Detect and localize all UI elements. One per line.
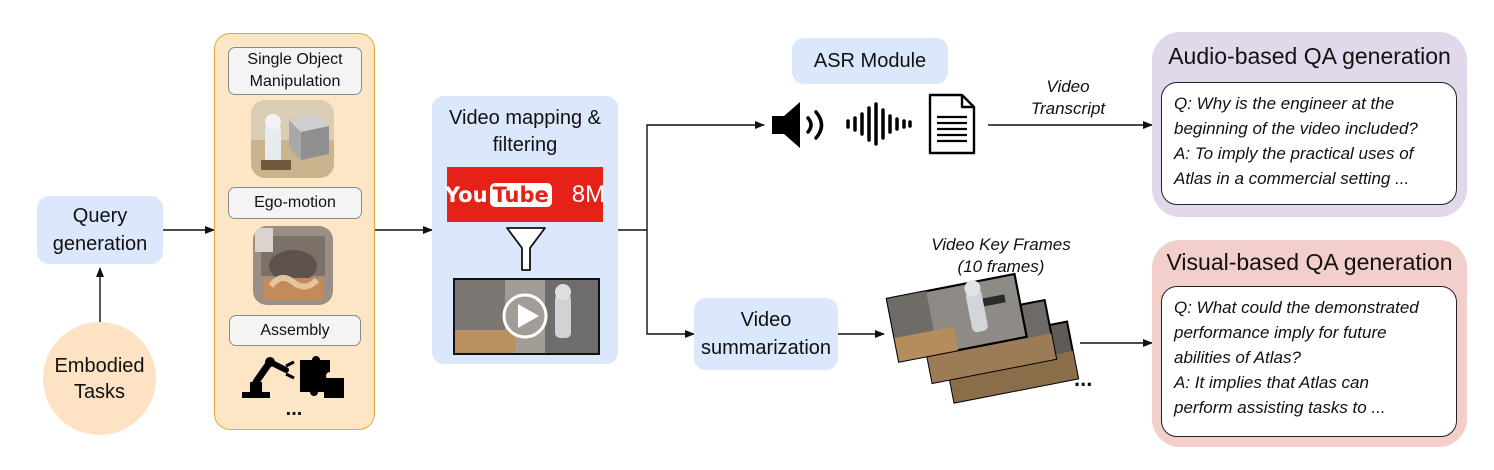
more-frames-ellipsis: ...: [1074, 366, 1092, 392]
ego-motion-text: Ego-motion: [254, 194, 336, 211]
video-key-frames-label: Video Key Frames (10 frames): [906, 234, 1096, 278]
transcript-line1: Video: [1046, 77, 1090, 96]
transcript-document-icon: [928, 93, 976, 155]
audio-qa-line: A: To imply the practical uses of: [1174, 144, 1414, 163]
transcript-line2: Transcript: [1030, 99, 1106, 118]
single-object-label: Single Object Manipulation: [228, 47, 362, 95]
more-tasks-text: ...: [285, 397, 303, 420]
arrow-split-to-summarization: [646, 230, 695, 338]
audio-qa-title: Audio-based QA generation: [1152, 40, 1467, 72]
sound-wave-icon: [846, 102, 912, 146]
video-mapping-line1: Video mapping &: [449, 107, 601, 129]
audio-qa-line: Q: Why is the engineer at the: [1174, 94, 1395, 113]
audio-qa-title-text: Audio-based QA generation: [1168, 43, 1451, 69]
speaker-icon: [772, 102, 824, 148]
visual-qa-title: Visual-based QA generation: [1152, 246, 1467, 278]
single-object-line2: Manipulation: [249, 73, 341, 90]
asr-module-label: ASR Module: [813, 50, 927, 72]
query-label-line1: Query: [72, 205, 128, 227]
video-count: 8M: [571, 180, 606, 208]
youtube-you: You: [444, 182, 488, 207]
funnel-icon: [506, 227, 546, 271]
key-frames-line1: Video Key Frames: [931, 235, 1071, 254]
query-generation-box: Query generation: [37, 196, 163, 264]
arrow-split-to-audio: [646, 121, 765, 230]
visual-qa-line: Q: What could the demonstrated: [1174, 298, 1419, 317]
video-transcript-label: Video Transcript: [1012, 76, 1124, 120]
query-label-line2: generation: [52, 233, 148, 255]
ego-motion-thumbnail: [253, 226, 333, 305]
embodied-label-line1: Embodied: [54, 354, 145, 377]
embodied-label-line2: Tasks: [73, 380, 126, 403]
video-mapping-title: Video mapping & filtering: [432, 104, 618, 160]
youtube-logo: You Tube: [444, 182, 552, 207]
more-tasks-ellipsis: ...: [274, 398, 314, 420]
assembly-text: Assembly: [260, 321, 330, 339]
embodied-task-types-panel: [214, 33, 375, 430]
visual-qa-card: Q: What could the demonstrated performan…: [1161, 286, 1457, 437]
robot-arm-puzzle-icon: [242, 356, 344, 398]
summarization-line1: Video: [740, 309, 792, 331]
visual-qa-line: abilities of Atlas?: [1174, 348, 1301, 367]
audio-qa-line: beginning of the video included?: [1174, 119, 1418, 138]
embodied-tasks-circle: Embodied Tasks: [43, 322, 156, 435]
more-frames-text: ...: [1074, 366, 1093, 391]
ego-motion-label: Ego-motion: [228, 187, 362, 219]
video-thumbnail: [453, 278, 600, 355]
key-frames-line2: (10 frames): [957, 257, 1045, 276]
video-mapping-line2: filtering: [492, 134, 558, 156]
video-summarization-box: Video summarization: [694, 298, 838, 370]
key-frames-stack: [885, 272, 1080, 404]
youtube-tube: Tube: [489, 182, 552, 207]
manipulation-thumbnail: [251, 100, 334, 178]
visual-qa-line: A: It implies that Atlas can: [1174, 373, 1369, 392]
single-object-line1: Single Object: [247, 51, 343, 68]
visual-qa-line: perform assisting tasks to ...: [1174, 398, 1386, 417]
visual-qa-title-text: Visual-based QA generation: [1166, 249, 1453, 275]
asr-module-box: ASR Module: [792, 38, 948, 84]
youtube-banner: You Tube 8M: [444, 167, 606, 222]
summarization-line2: summarization: [700, 337, 832, 359]
audio-qa-line: Atlas in a commercial setting ...: [1174, 169, 1410, 188]
assembly-label: Assembly: [229, 315, 361, 346]
visual-qa-line: performance imply for future: [1174, 323, 1387, 342]
audio-qa-card: Q: Why is the engineer at the beginning …: [1161, 82, 1457, 205]
